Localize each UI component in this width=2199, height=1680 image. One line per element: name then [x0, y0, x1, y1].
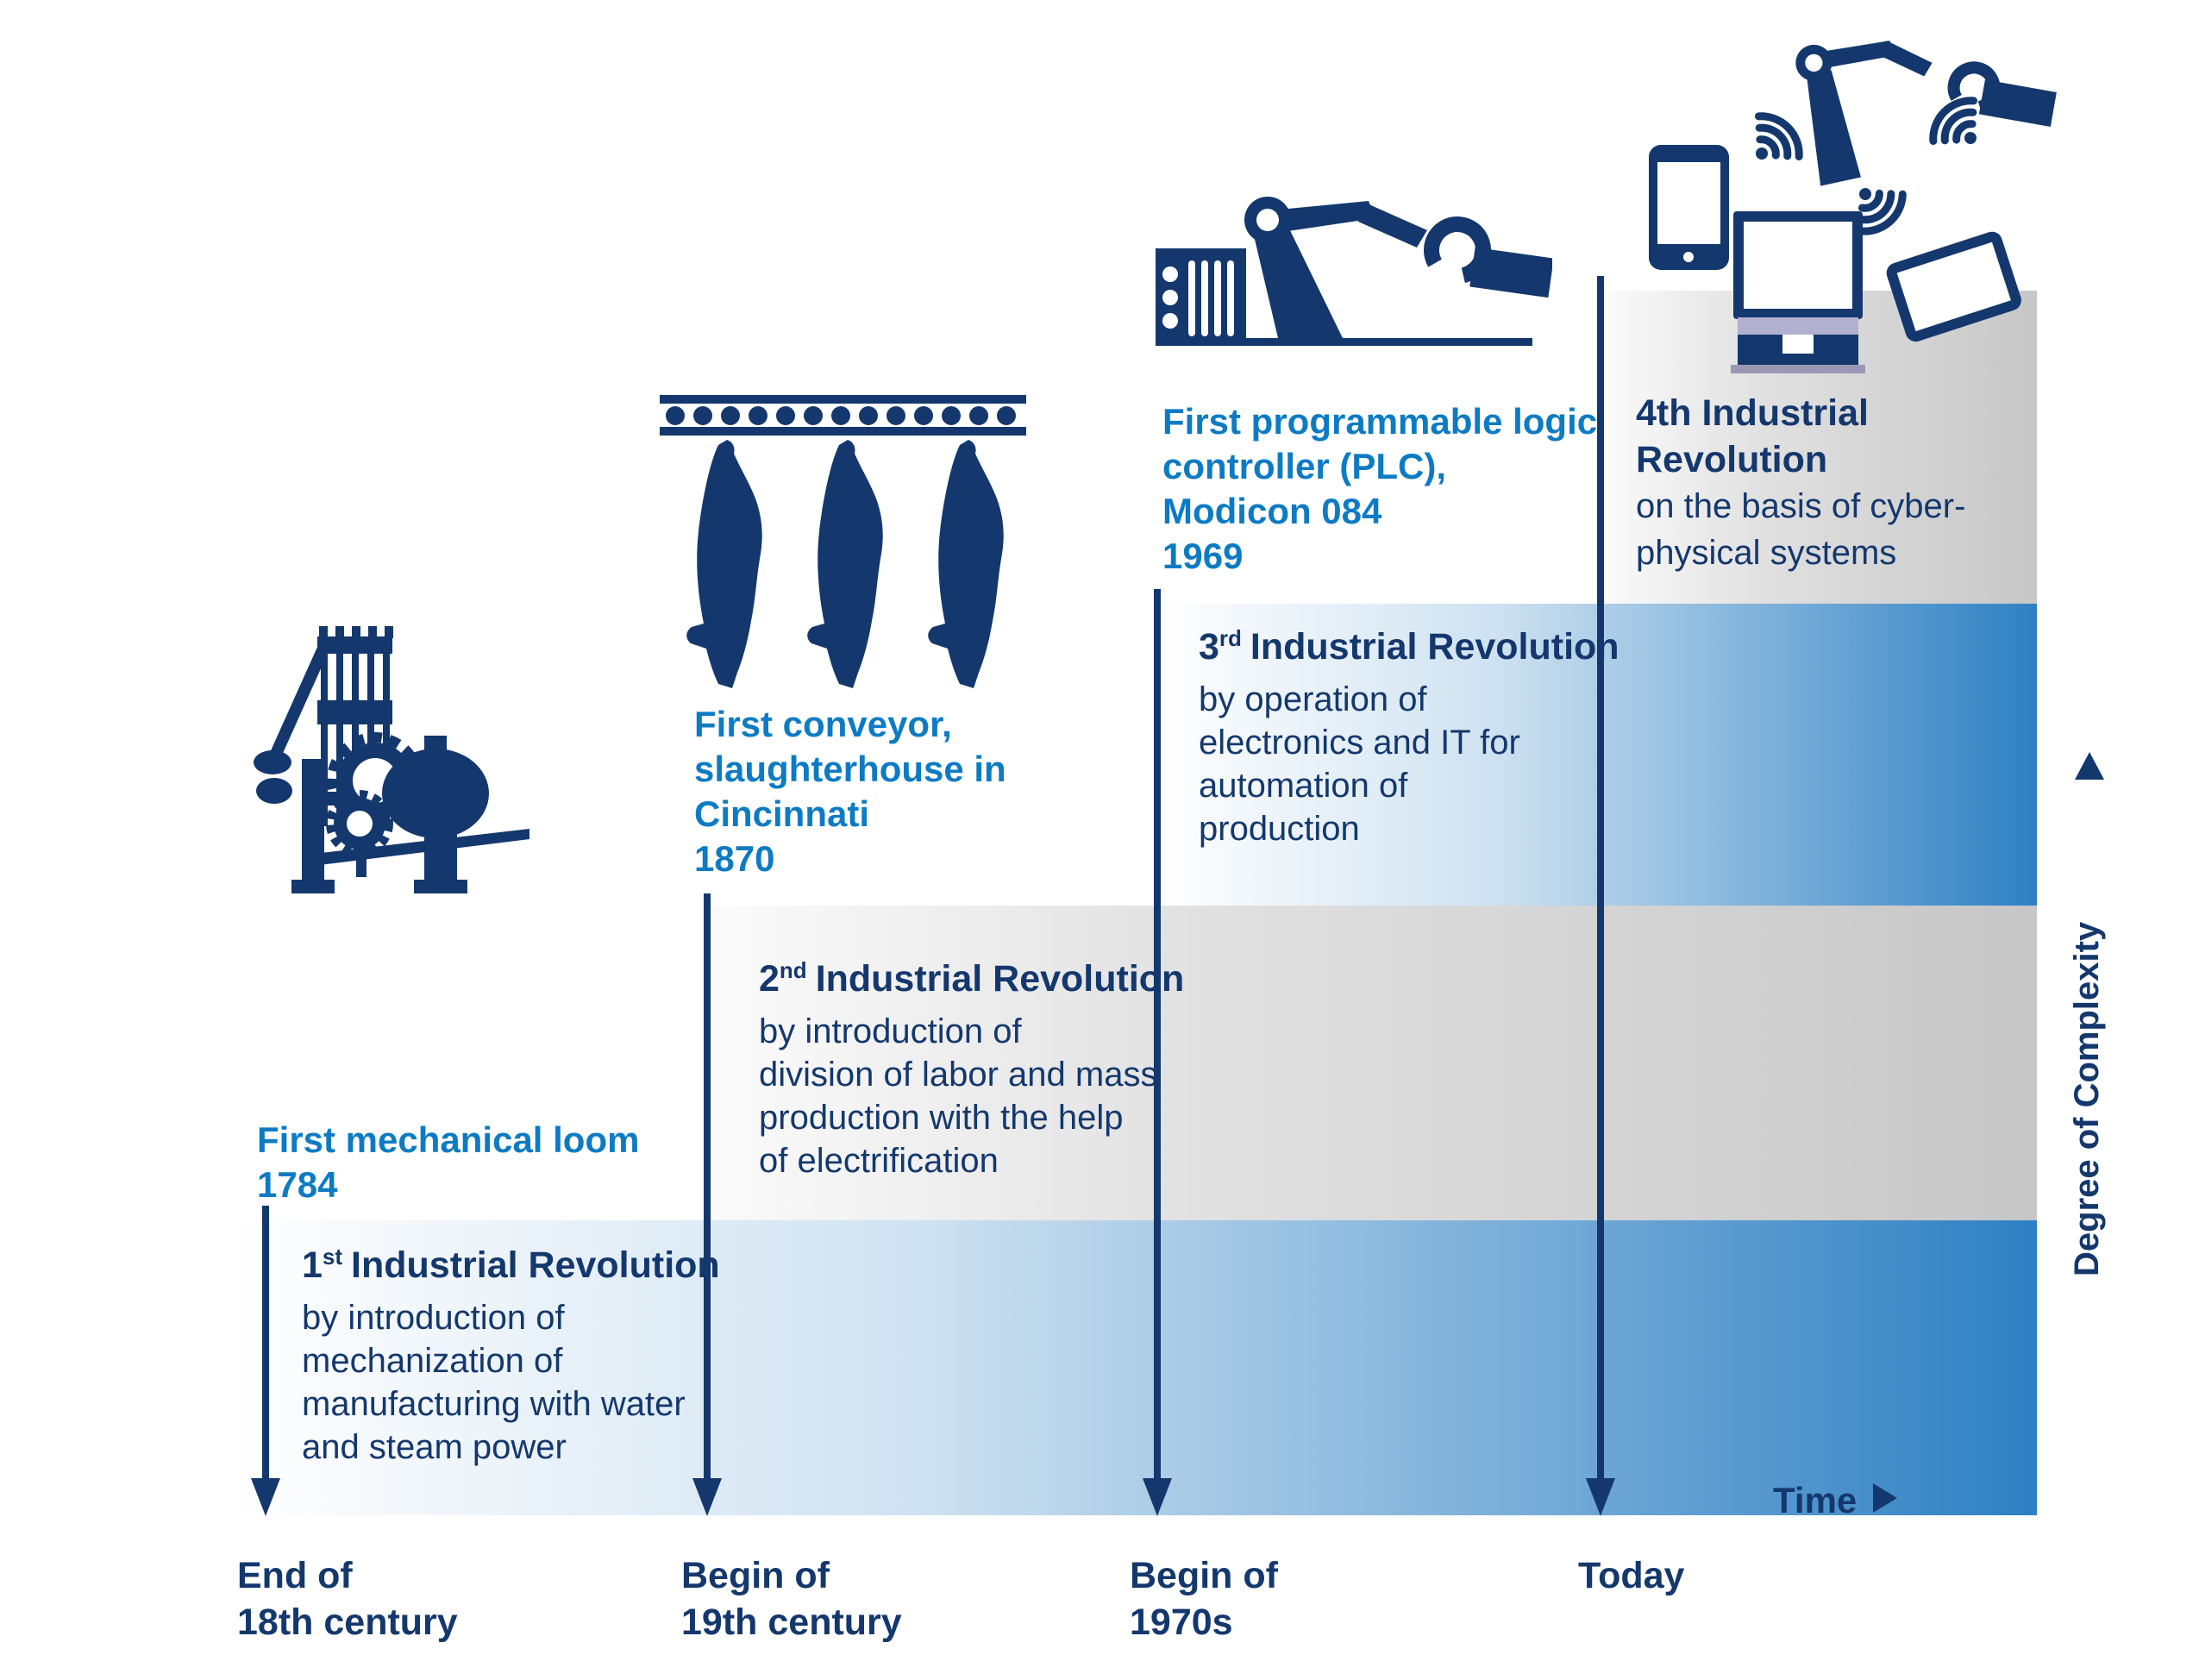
robot-arm-icon	[1156, 197, 1552, 346]
complexity-arrow-icon	[2075, 752, 2104, 780]
revolution-title: 4th Industrial Revolution	[1636, 392, 1869, 480]
down-arrow-icon	[251, 1478, 280, 1516]
step-band-2	[709, 906, 2037, 1220]
down-arrow-icon	[692, 1478, 722, 1516]
event-label-3: First programmable logic controller (PLC…	[1162, 399, 1597, 579]
timeline-line-1	[262, 1206, 269, 1478]
revolution-description: by introduction of mechanization of manu…	[302, 1299, 686, 1466]
mechanical-loom-icon	[254, 626, 529, 893]
event-label-1: First mechanical loom 1784	[257, 1118, 639, 1207]
down-arrow-icon	[1143, 1478, 1172, 1516]
revolution-description: by introduction of division of labor and…	[759, 1012, 1158, 1180]
revolution-description: by operation of electronics and IT for a…	[1199, 680, 1520, 848]
event-line: First mechanical loom	[257, 1119, 640, 1160]
tick-label-2: Begin of 19th century	[681, 1555, 902, 1643]
wifi-icon	[1738, 107, 1808, 178]
complexity-axis-label: Degree of Complexity	[2068, 921, 2106, 1276]
tick-label-4: Today	[1578, 1555, 1685, 1596]
event-line: slaughterhouse in	[694, 749, 1006, 789]
event-label-2: First conveyor, slaughterhouse in Cincin…	[694, 702, 1006, 881]
event-line: Modicon 084	[1162, 491, 1382, 531]
event-line: First conveyor,	[694, 704, 952, 744]
tick-label-3: Begin of 1970s	[1130, 1555, 1278, 1643]
revolution-block-4: 4th Industrial Revolution on the basis o…	[1636, 390, 1965, 576]
monitor-icon	[1731, 211, 1865, 373]
robot-arm-icon	[1795, 41, 2057, 186]
tick-label-1: End of 18th century	[237, 1555, 458, 1643]
conveyor-slaughterhouse-icon	[660, 395, 1026, 688]
event-line: Cincinnati	[694, 793, 870, 834]
time-arrow-icon	[1873, 1483, 1897, 1513]
step-band-1	[229, 1220, 2037, 1515]
event-line: 1784	[257, 1164, 338, 1205]
time-axis-label: Time	[1773, 1480, 1858, 1520]
timeline-line-4	[1597, 276, 1604, 1478]
event-line: First programmable logic	[1162, 401, 1598, 442]
laptop-icon	[1886, 231, 2021, 342]
event-line: 1969	[1162, 536, 1244, 576]
cyber-physical-systems-icon	[1649, 41, 2057, 373]
timeline-line-2	[704, 893, 711, 1478]
revolution-description: on the basis of cyber- physical systems	[1636, 487, 1966, 572]
event-line: controller (PLC),	[1162, 446, 1447, 486]
timeline-line-3	[1154, 589, 1161, 1478]
event-line: 1870	[694, 838, 775, 879]
down-arrow-icon	[1586, 1478, 1615, 1516]
